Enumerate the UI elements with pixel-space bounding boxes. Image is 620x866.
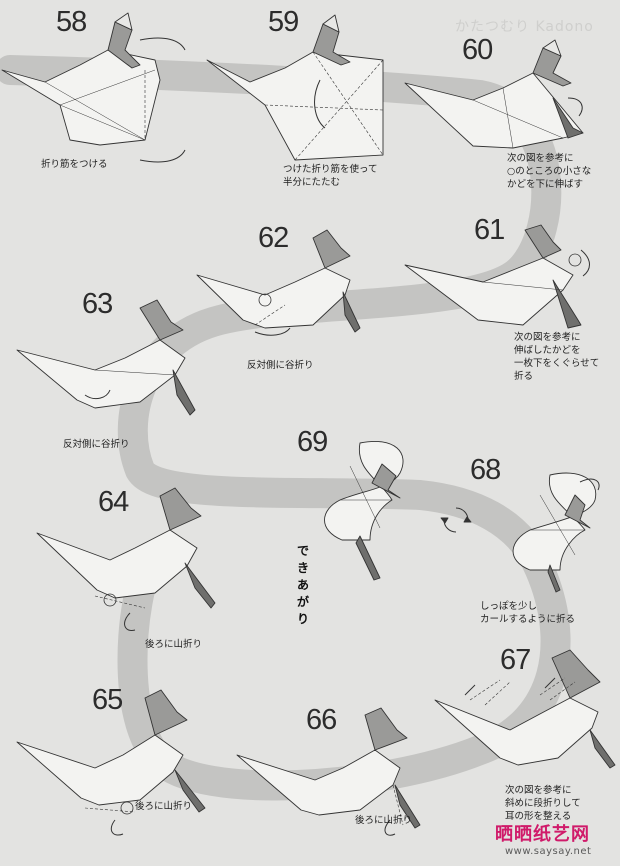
rotate-icon	[436, 500, 476, 540]
step-61-figure	[403, 220, 603, 340]
step-caption: つけた折り筋を使って 半分にたたむ	[283, 163, 378, 189]
step-58-figure	[0, 10, 200, 170]
step-caption: 次の図を参考に ○のところの小さな かどを下に伸ばす	[507, 152, 591, 191]
step-caption: 反対側に谷折り	[247, 359, 314, 372]
step-caption: 後ろに山折り	[135, 800, 192, 813]
faint-title: かたつむり Kadono	[455, 16, 594, 36]
site-logo: 晒晒纸艺网	[495, 820, 590, 846]
step-64-figure	[35, 478, 235, 628]
step-caption: 後ろに山折り	[145, 638, 202, 651]
step-59-figure	[205, 10, 405, 170]
step-69-figure	[300, 428, 420, 588]
step-68-figure	[490, 460, 610, 600]
step-caption: 後ろに山折り	[355, 814, 412, 827]
step-caption: しっぽを少し カールするように折る	[480, 600, 575, 626]
step-caption: 反対側に谷折り	[63, 438, 130, 451]
step-67-figure	[430, 640, 620, 780]
step-caption: 次の図を参考に 伸ばしたかどを 一枚下をくぐらせて 折る	[514, 331, 599, 383]
step-caption: 折り筋をつける	[41, 158, 108, 171]
step-60-figure	[403, 38, 603, 158]
step-caption: できあがり	[297, 542, 309, 627]
step-caption: 次の図を参考に 斜めに段折りして 耳の形を整える	[505, 784, 581, 823]
site-url: www.saysay.net	[505, 846, 591, 857]
step-62-figure	[195, 220, 395, 350]
step-63-figure	[15, 290, 215, 440]
